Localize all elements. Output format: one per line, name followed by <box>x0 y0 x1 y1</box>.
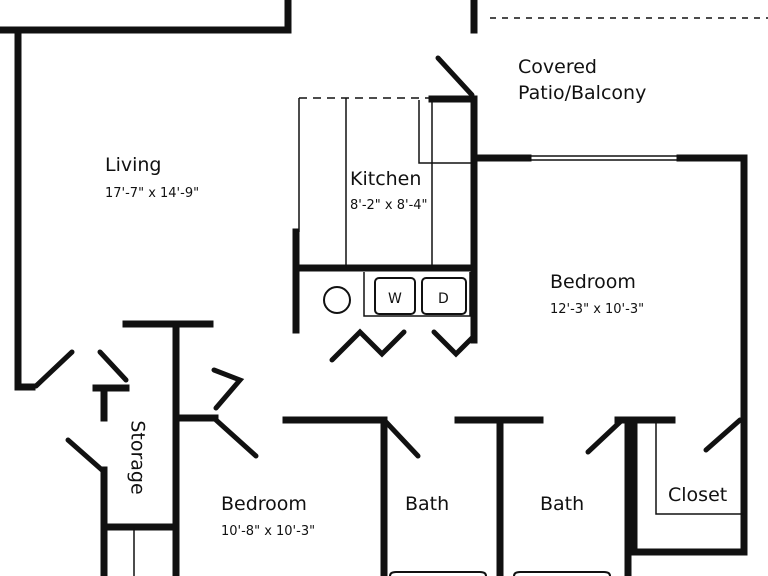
living-dimensions: 17'-7" x 14'-9" <box>105 186 200 201</box>
patio-label-line1: Covered <box>518 56 597 78</box>
tub-edges <box>389 571 611 576</box>
laundry-box <box>363 272 471 317</box>
laundry-door-2 <box>431 329 477 358</box>
thin-lines <box>133 17 768 576</box>
appliance-shapes <box>323 277 467 315</box>
bedroom2-door-2 <box>211 367 245 411</box>
dryer-label: D <box>438 291 449 307</box>
bedroom-dimensions: 12'-3" x 10'-3" <box>550 302 645 317</box>
window-bedroom <box>528 155 680 161</box>
bath2-door <box>585 419 623 455</box>
dryer-icon <box>421 277 467 315</box>
bath1-walls <box>282 416 388 576</box>
bedroom2-label: Bedroom <box>221 493 307 515</box>
living-entry-door <box>33 349 75 389</box>
bath2-label: Bath <box>540 493 585 515</box>
doors <box>33 55 743 473</box>
bath1-door <box>383 419 421 459</box>
exterior-walls <box>0 0 748 576</box>
bath1-label: Bath <box>405 493 450 515</box>
kitchen-patio-wall <box>428 95 478 344</box>
water-heater-icon <box>323 286 351 314</box>
storage-shelf-wall <box>92 384 130 422</box>
storage-label: Storage <box>126 420 149 495</box>
tub-2 <box>513 571 611 576</box>
living-label: Living <box>105 154 162 176</box>
bath2-walls <box>454 416 544 576</box>
patio-label-line2: Patio/Balcony <box>518 82 647 104</box>
closet-label: Closet <box>668 484 728 506</box>
bedroom2-door <box>213 417 259 459</box>
bedroom2-dimensions: 10'-8" x 10'-3" <box>221 524 316 539</box>
bedroom-top-wall-right <box>630 154 748 556</box>
patio-door-swing <box>435 55 475 98</box>
kitchen-label: Kitchen <box>350 168 422 190</box>
laundry-door-1 <box>329 328 407 363</box>
living-left-wall <box>14 26 36 391</box>
closet-outline <box>655 420 744 515</box>
washer-icon <box>374 277 416 315</box>
storage-top-wall <box>122 320 219 422</box>
kitchen-upper-cabinet <box>418 100 472 164</box>
living-top-wall <box>0 0 292 34</box>
bedroom-label: Bedroom <box>550 271 636 293</box>
closet-door <box>703 417 743 453</box>
washer-label: W <box>388 291 402 307</box>
kitchen-dimensions: 8'-2" x 8'-4" <box>350 198 428 213</box>
tub-1 <box>389 571 487 576</box>
storage-upper-door <box>97 349 129 383</box>
storage-door <box>65 437 105 473</box>
